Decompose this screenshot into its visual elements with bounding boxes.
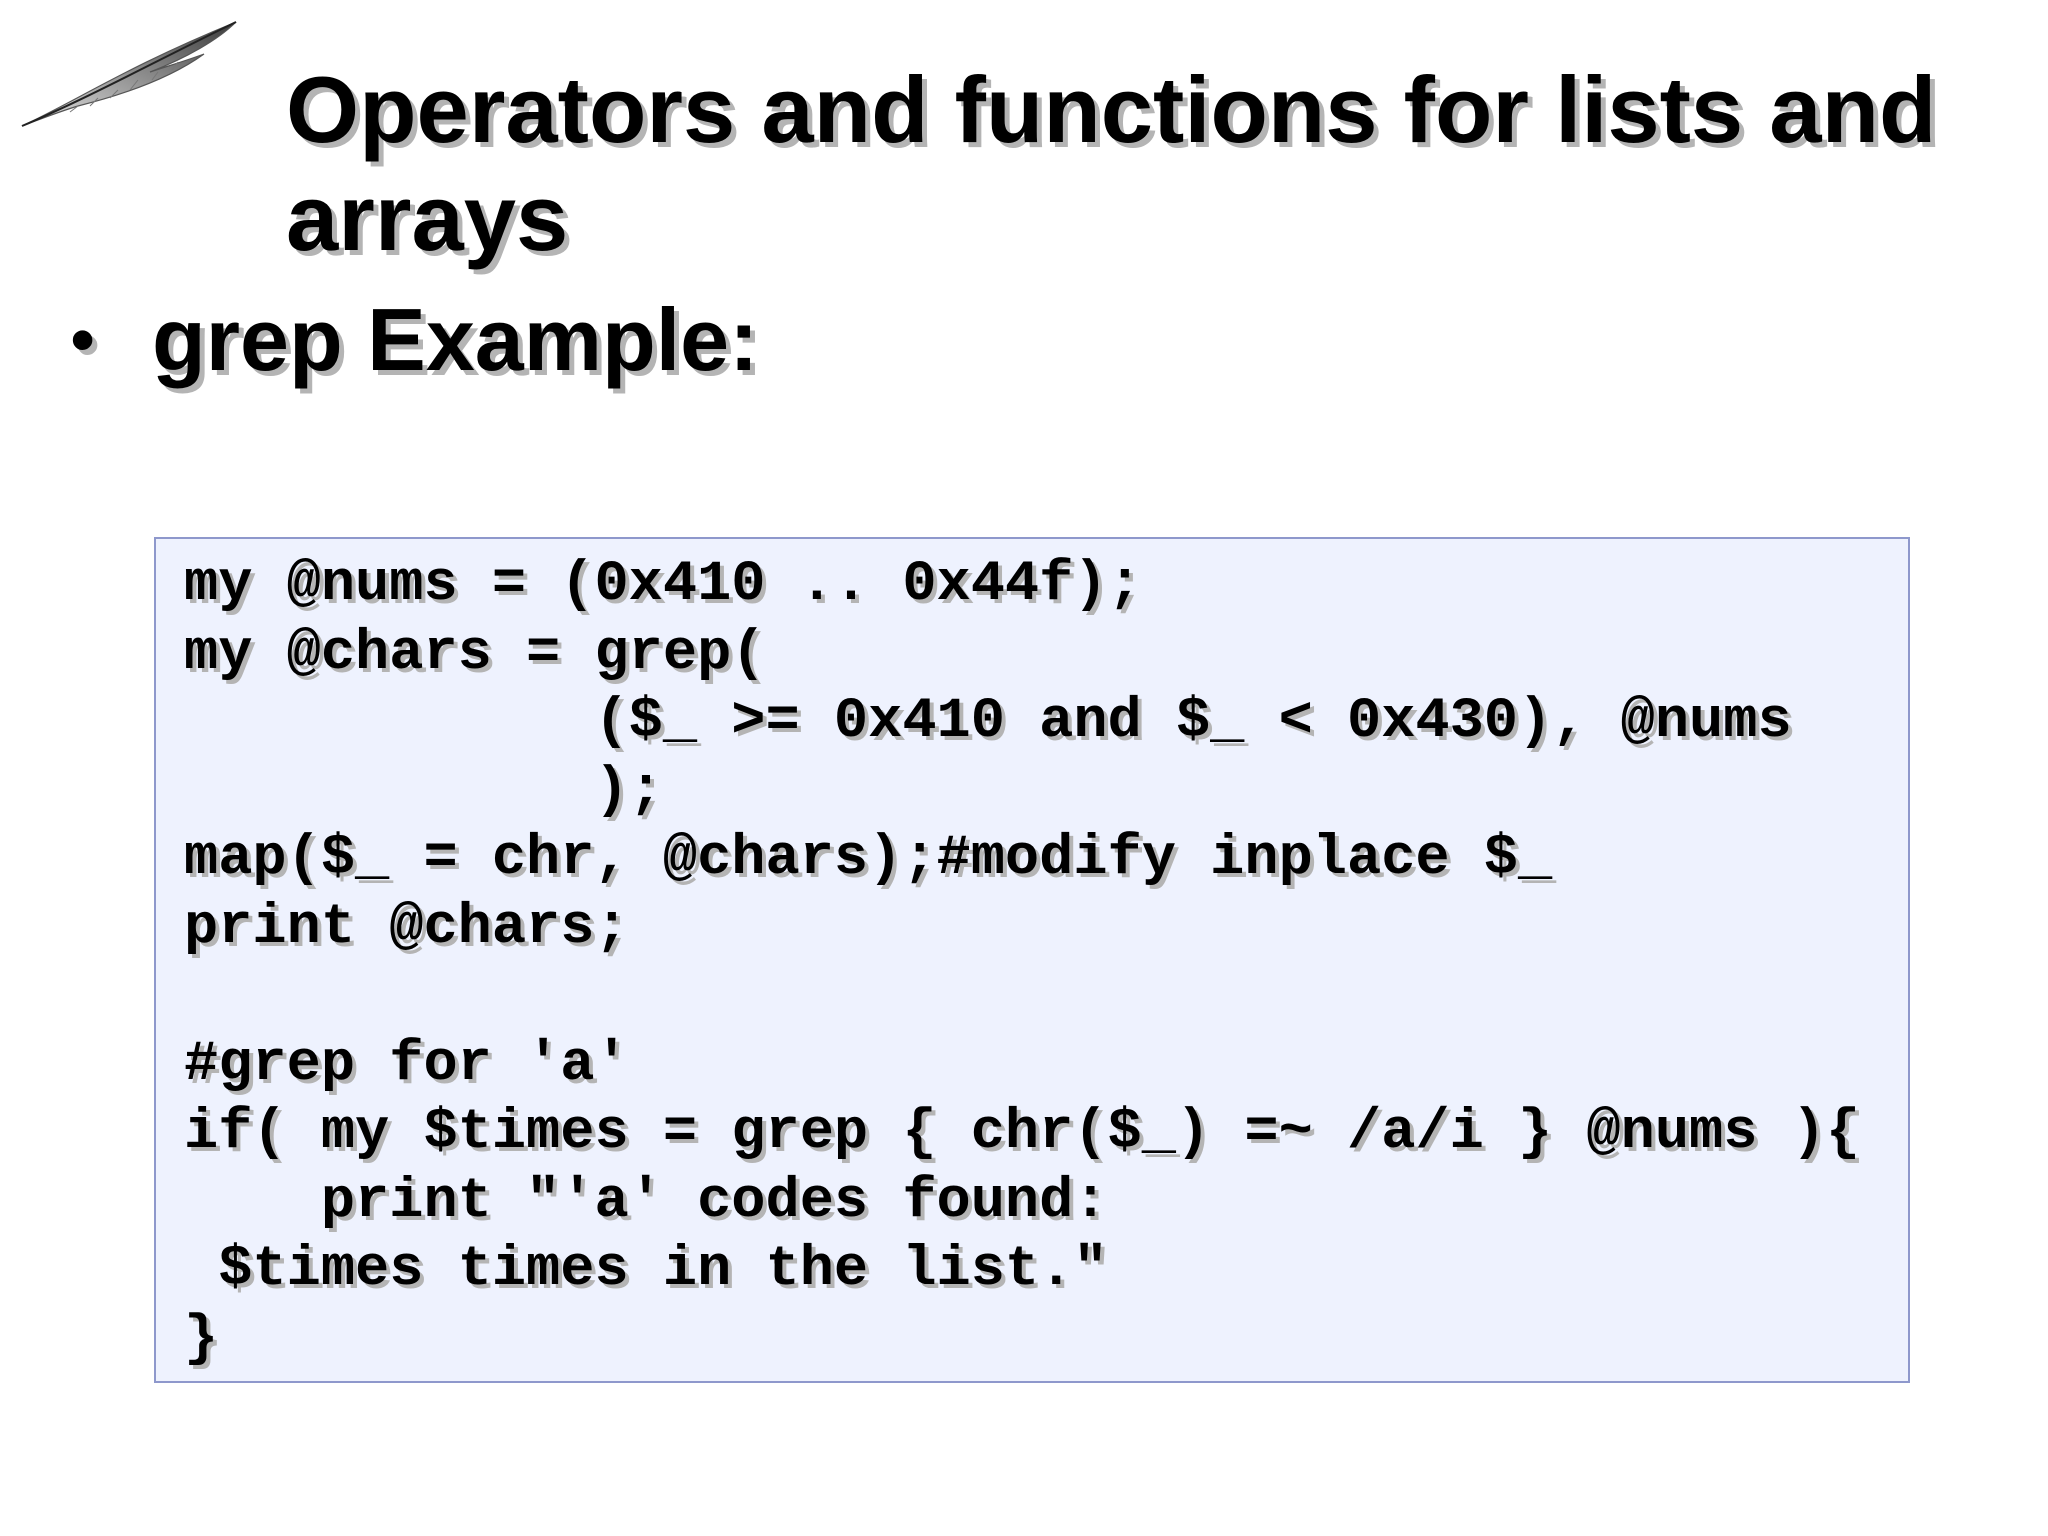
code-line: $times times in the list.": [184, 1238, 1108, 1302]
code-line: [184, 962, 1908, 1031]
slide-title: Operators and functions for lists and ar…: [286, 57, 1937, 270]
code-line: #grep for 'a': [184, 1032, 629, 1097]
feather-quill-icon: [21, 21, 237, 127]
code-line: ($_ >= 0x410 and $_ < 0x430), @nums: [184, 690, 1792, 754]
code-line: );: [184, 758, 663, 823]
code-line: print @chars;: [184, 895, 629, 960]
code-line: my @chars = grep(: [184, 621, 766, 686]
code-line: print "'a' codes found:: [184, 1169, 1108, 1234]
code-block: my @nums = (0x410 .. 0x44f);my @chars = …: [154, 537, 1910, 1383]
code-line: my @nums = (0x410 .. 0x44f);: [184, 553, 1142, 617]
code-line: }: [184, 1306, 219, 1371]
bullet-item: • grep Example:: [70, 290, 758, 390]
bullet-marker: •: [70, 300, 96, 380]
code-line: if( my $times = grep { chr($_) =~ /a/i }…: [184, 1101, 1861, 1165]
code-text: my @nums = (0x410 .. 0x44f);my @chars = …: [156, 539, 1908, 1373]
bullet-text: grep Example:: [152, 290, 759, 389]
code-line: map($_ = chr, @chars);#modify inplace $_: [184, 827, 1553, 891]
